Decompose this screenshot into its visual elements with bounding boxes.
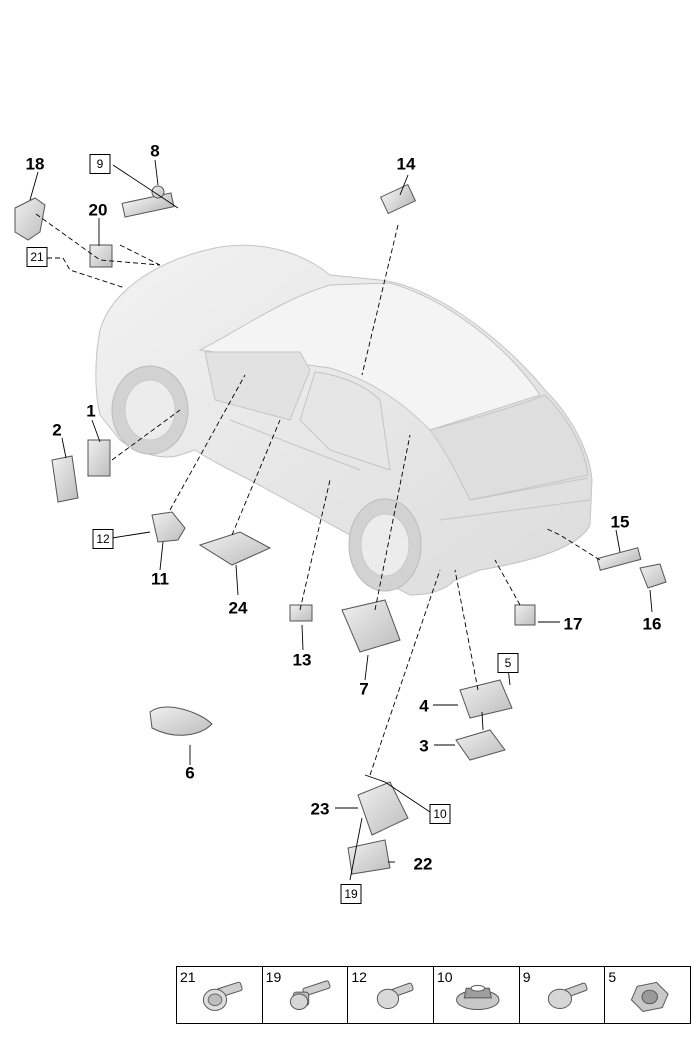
part-7-control-module: [341, 599, 401, 653]
fastener-callout-19: 19: [340, 884, 362, 904]
callout-23: 23: [310, 799, 330, 819]
legend-cell-19: 19: [261, 967, 348, 1023]
fastener-callout-9: 9: [89, 154, 111, 174]
legend-cell-9: 9: [518, 967, 605, 1023]
fastener-callout-5: 5: [497, 653, 519, 673]
part-16-clip: [639, 563, 667, 589]
part-23-radar-bracket: [357, 781, 409, 836]
callout-7: 7: [359, 679, 369, 699]
callout-18: 18: [25, 154, 45, 174]
callout-8: 8: [150, 141, 160, 161]
part-6-cover: [149, 706, 213, 736]
callout-16: 16: [642, 614, 662, 634]
fastener-callout-10: 10: [429, 804, 451, 824]
callout-14: 14: [396, 154, 416, 174]
callout-2: 2: [52, 420, 62, 440]
part-1-pad: [87, 439, 111, 477]
legend-cell-12: 12: [347, 967, 433, 1023]
part-15-strip: [596, 547, 642, 571]
part-8-sensor-strip: [121, 192, 175, 218]
hex-nut-icon: [631, 981, 670, 1012]
callout-13: 13: [292, 650, 312, 670]
fastener-legend-table: 21 19 12 10: [176, 966, 691, 1024]
part-4-bracket: [459, 679, 513, 719]
callout-11: 11: [151, 569, 169, 589]
part-14-camera: [379, 183, 417, 215]
legend-cell-21: 21: [177, 967, 262, 1023]
legend-number: 12: [351, 969, 367, 985]
wheel-front-left: [348, 498, 422, 592]
car-body: [95, 244, 593, 596]
part-11-camera: [151, 511, 186, 543]
screw-icon: [377, 982, 414, 1009]
part-13-sensor: [289, 604, 313, 622]
callout-1: 1: [86, 401, 96, 421]
part-20-module: [89, 244, 113, 268]
part-17-sensor: [514, 604, 536, 626]
callout-20: 20: [88, 200, 108, 220]
part-3-plate: [455, 729, 506, 761]
part-18-bracket: [14, 197, 46, 241]
legend-cell-5: 5: [604, 967, 690, 1023]
legend-number: 21: [180, 969, 196, 985]
legend-number: 10: [437, 969, 453, 985]
legend-number: 9: [522, 969, 531, 985]
callout-6: 6: [185, 763, 195, 783]
callout-4: 4: [419, 696, 429, 716]
callout-3: 3: [419, 736, 429, 756]
callout-24: 24: [228, 598, 248, 618]
callout-22: 22: [413, 854, 433, 874]
fastener-callout-21: 21: [26, 247, 48, 267]
part-2-bracket: [51, 455, 79, 503]
collar-bolt-icon: [289, 980, 331, 1010]
screw-icon: [547, 982, 588, 1009]
legend-cell-10: 10: [433, 967, 519, 1023]
callout-15: 15: [610, 512, 630, 532]
wheel-rear-left: [111, 365, 189, 455]
part-22-radar: [347, 839, 391, 875]
legend-number: 5: [608, 969, 617, 985]
callout-17: 17: [563, 614, 583, 634]
leader-lines: [29, 159, 653, 881]
flange-nut-icon: [456, 984, 500, 1010]
legend-number: 19: [265, 969, 282, 985]
fastener-callout-12: 12: [92, 529, 114, 549]
part-24-control-unit: [198, 531, 272, 566]
flange-bolt-icon: [202, 981, 243, 1011]
